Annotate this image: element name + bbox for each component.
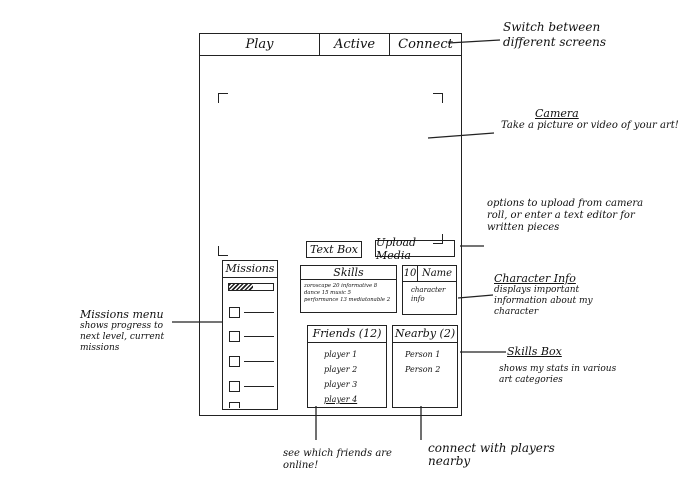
checkbox-icon	[229, 331, 240, 342]
skills-row: zoroscape 20 informative 8	[304, 283, 378, 289]
friends-box[interactable]: Friends (12) player 1 player 2 player 3 …	[307, 325, 387, 408]
viewfinder-corner	[218, 93, 228, 103]
checkbox-icon	[229, 307, 240, 318]
mission-text	[244, 336, 274, 337]
mission-text	[244, 386, 274, 387]
note-camera-title: Camera	[535, 107, 579, 120]
skills-title: Skills	[301, 266, 396, 280]
tab-play[interactable]: Play	[200, 34, 320, 55]
friends-title: Friends (12)	[308, 326, 386, 343]
note-skills-desc: shows my stats in various art categories	[499, 364, 617, 385]
mission-item[interactable]	[229, 331, 279, 343]
note-skills: Skills Box shows my stats in various art…	[499, 346, 629, 386]
checkbox-icon	[229, 356, 240, 367]
character-level: 10	[403, 266, 418, 281]
mission-text	[244, 312, 274, 313]
viewfinder-corner	[433, 234, 443, 244]
missions-progress-fill	[229, 284, 254, 290]
viewfinder-corner	[218, 246, 228, 256]
missions-progress-bar	[228, 283, 274, 291]
note-character-title: Character Info	[494, 272, 576, 285]
mission-item[interactable]	[229, 307, 279, 319]
character-info-box[interactable]: 10 Name character info	[402, 265, 457, 315]
viewfinder-corner	[433, 93, 443, 103]
nearby-title: Nearby (2)	[393, 326, 457, 343]
text-box-button[interactable]: Text Box	[306, 241, 362, 258]
tab-connect[interactable]: Connect	[398, 37, 453, 52]
skills-box[interactable]: Skills zoroscape 20 informative 8 dance …	[300, 265, 397, 313]
note-friends: see which friends are online!	[283, 448, 392, 471]
friend-item[interactable]: player 1	[324, 350, 358, 359]
nearby-item[interactable]: Person 1	[405, 350, 441, 359]
mission-text	[244, 361, 274, 362]
note-character: Character Info displays important inform…	[494, 273, 634, 318]
note-switch-screens: Switch between different screens	[503, 20, 607, 49]
friend-item[interactable]: player 4	[324, 395, 358, 404]
friend-item[interactable]: player 2	[324, 365, 358, 374]
mission-item[interactable]	[229, 402, 279, 408]
note-camera-desc: Take a picture or video of your art!	[501, 120, 679, 131]
note-upload: options to upload from camera roll, or e…	[487, 198, 644, 233]
line-character	[457, 294, 494, 299]
upload-media-button[interactable]: Upload Media	[375, 236, 455, 262]
mission-item[interactable]	[229, 381, 279, 393]
phone-frame: Play Active Connect Text Box Upload Medi…	[199, 33, 462, 416]
nearby-item[interactable]: Person 2	[405, 365, 441, 374]
tab-active[interactable]: Active	[320, 34, 390, 55]
note-skills-title: Skills Box	[507, 345, 562, 358]
tab-bar: Play Active Connect	[200, 34, 461, 56]
skills-stats: zoroscape 20 informative 8 dance 15 musi…	[301, 280, 396, 304]
checkbox-icon	[229, 381, 240, 392]
note-missions-desc: shows progress to next level, current mi…	[80, 321, 165, 353]
skills-row: dance 15 music 5	[304, 290, 352, 296]
note-nearby: connect with players nearby	[428, 441, 555, 468]
missions-title: Missions	[223, 261, 277, 278]
character-name: Name	[421, 268, 453, 279]
camera-viewfinder[interactable]	[208, 62, 453, 256]
character-header: 10 Name	[403, 266, 456, 282]
skills-row: performance 13 mediatonable 2	[304, 297, 391, 303]
note-character-desc: displays important information about my …	[494, 285, 593, 317]
character-info-text: character info	[411, 286, 446, 303]
note-missions-title: Missions menu	[80, 308, 164, 321]
checkbox-icon	[229, 402, 240, 408]
note-missions: Missions menu shows progress to next lev…	[80, 309, 180, 354]
missions-menu[interactable]: Missions	[222, 260, 278, 410]
friend-item[interactable]: player 3	[324, 380, 358, 389]
nearby-box[interactable]: Nearby (2) Person 1 Person 2	[392, 325, 458, 408]
mission-item[interactable]	[229, 356, 279, 368]
note-camera: Camera Take a picture or video of your a…	[501, 108, 681, 132]
